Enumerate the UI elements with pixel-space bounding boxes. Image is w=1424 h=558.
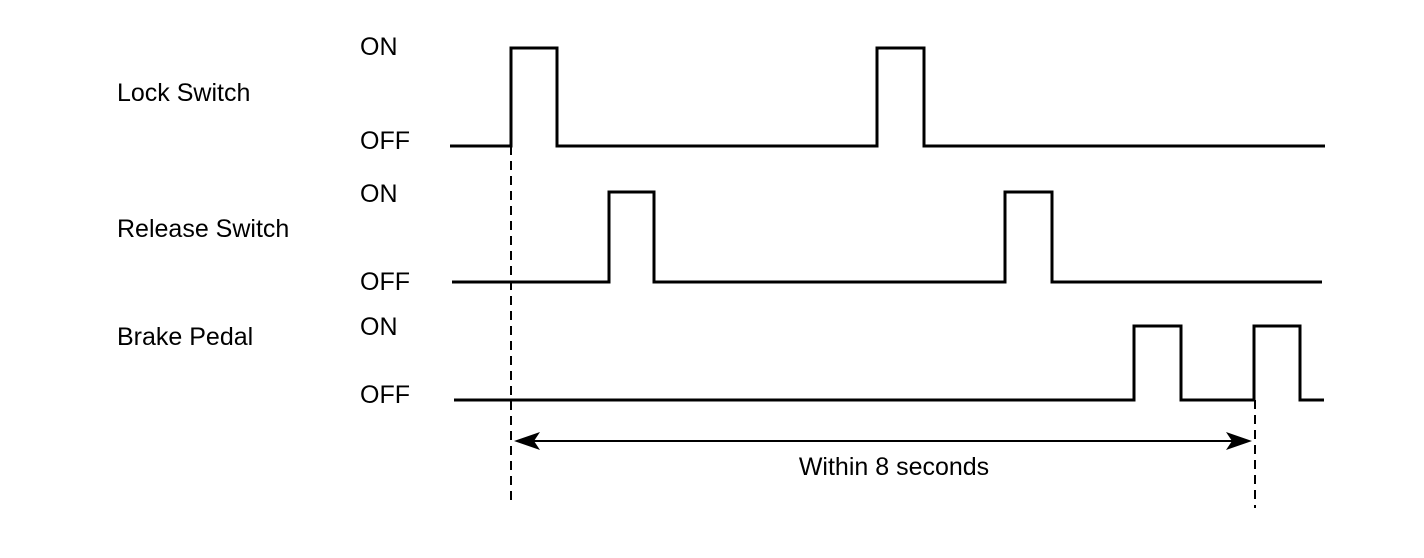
signal-name-release-switch: Release Switch (117, 215, 289, 243)
lock-switch-on-label: ON (360, 33, 398, 61)
interval-label: Within 8 seconds (799, 453, 989, 481)
lock-switch-off-label: OFF (360, 127, 410, 155)
lock-switch-waveform (450, 46, 1325, 148)
interval-arrow-right-head (1226, 432, 1252, 450)
release-switch-on-label: ON (360, 180, 398, 208)
signal-name-lock-switch: Lock Switch (117, 79, 250, 107)
signal-name-brake-pedal: Brake Pedal (117, 323, 253, 351)
release-switch-off-label: OFF (360, 268, 410, 296)
brake-pedal-off-label: OFF (360, 381, 410, 409)
interval-arrow-left-head (514, 432, 540, 450)
brake-pedal-on-label: ON (360, 313, 398, 341)
brake-pedal-waveform (454, 324, 1324, 402)
release-switch-waveform (452, 190, 1322, 284)
